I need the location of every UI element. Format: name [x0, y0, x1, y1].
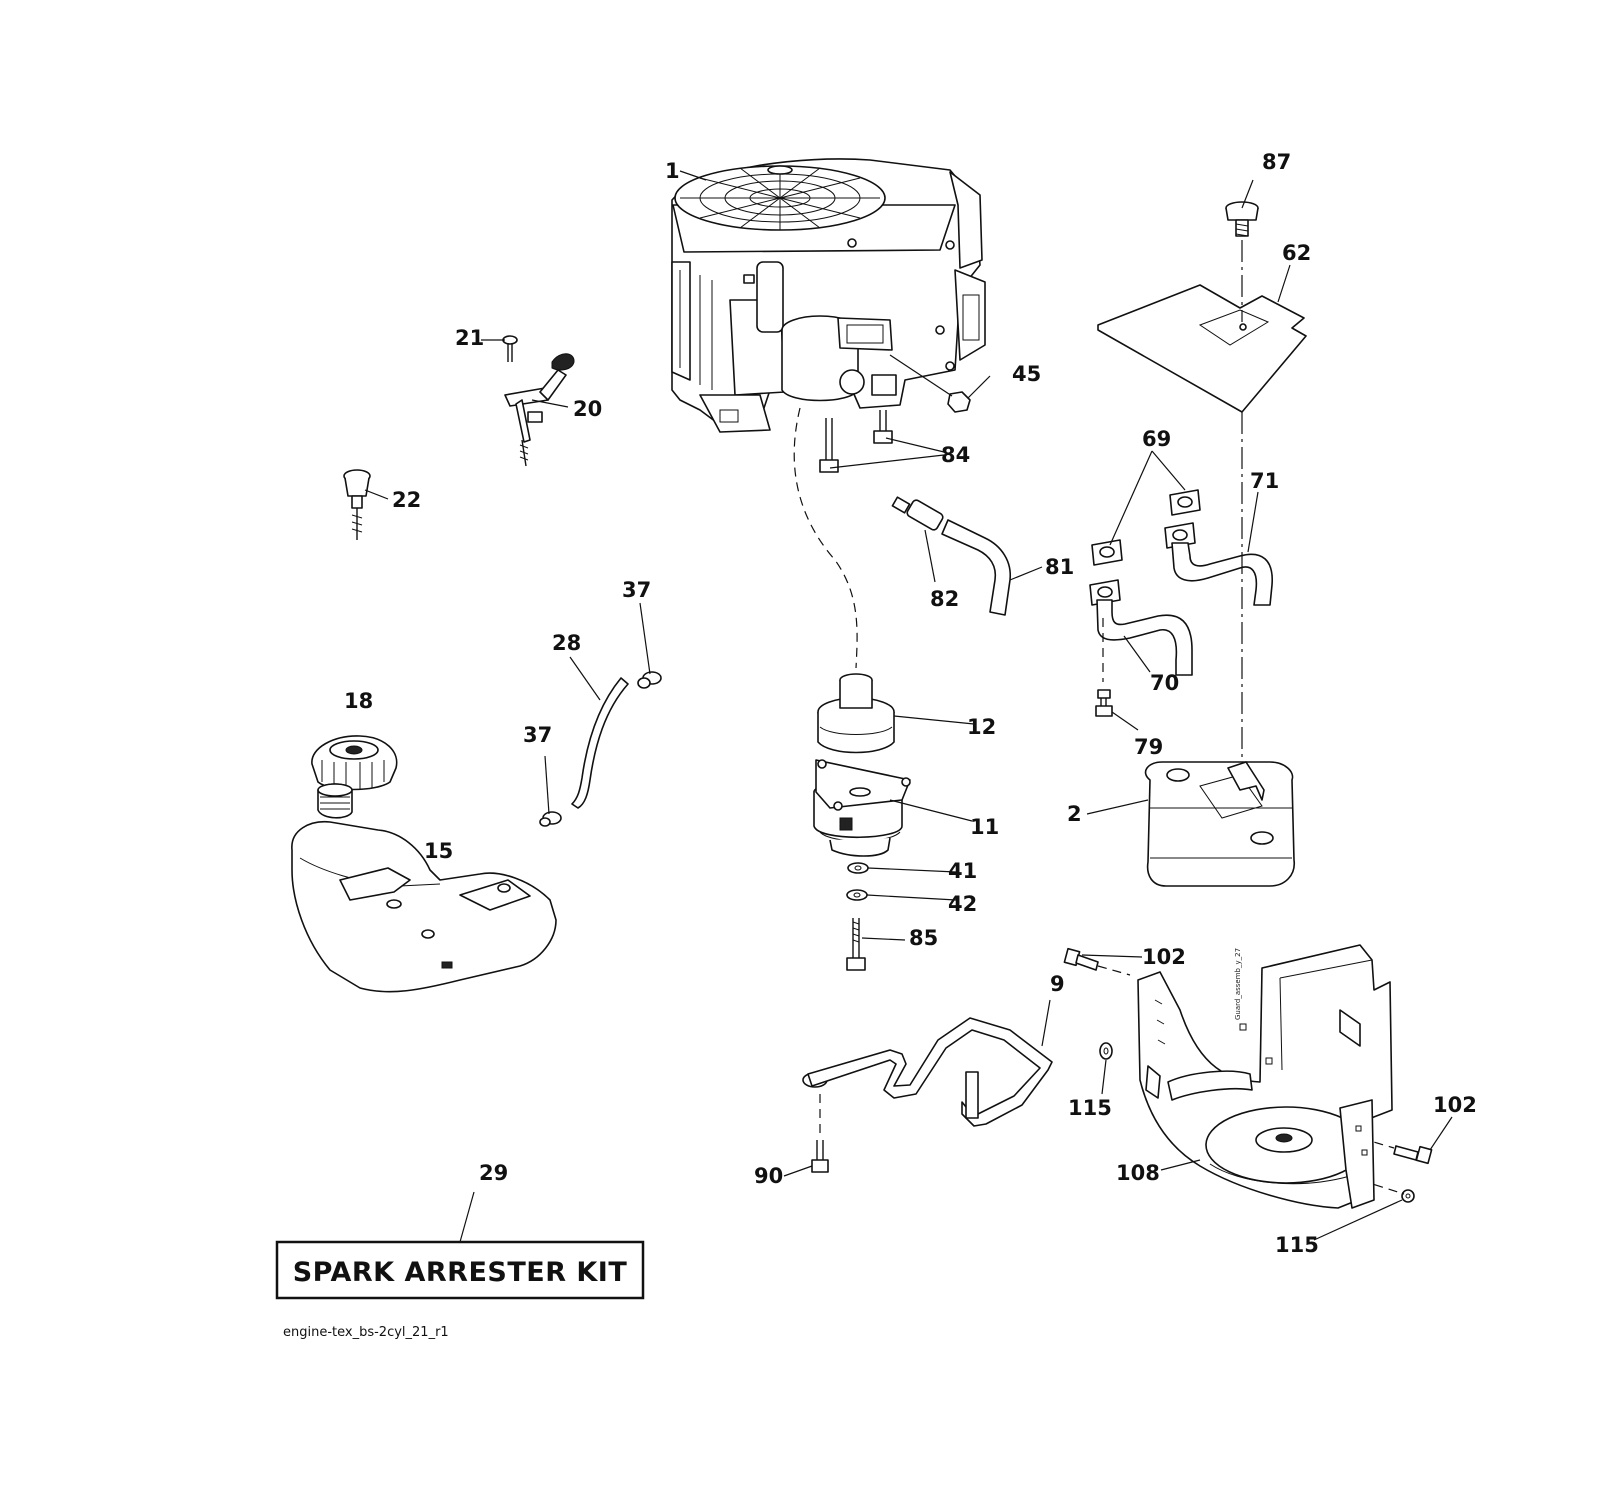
label-part-37a: 37 — [622, 578, 651, 602]
part-labels: 1 21 20 22 45 84 87 62 69 71 81 82 70 79… — [344, 150, 1477, 1257]
label-part-69: 69 — [1142, 427, 1171, 451]
clamp-37a-drawing — [637, 671, 662, 689]
nut-45-drawing — [947, 391, 971, 413]
guard-108-drawing: Guard_assemb_y_27 — [1137, 944, 1393, 1209]
crank-centerline — [793, 407, 858, 669]
fuel-hose-28-drawing — [571, 677, 629, 809]
label-part-87: 87 — [1262, 150, 1291, 174]
screw-79-drawing — [1095, 618, 1113, 717]
label-part-84: 84 — [941, 443, 970, 467]
label-part-45: 45 — [1012, 362, 1041, 386]
label-part-82: 82 — [930, 587, 959, 611]
label-part-18: 18 — [344, 689, 373, 713]
label-part-9: 9 — [1050, 972, 1065, 996]
label-part-79: 79 — [1134, 735, 1163, 759]
throttle-control-20-drawing — [504, 353, 575, 467]
clamp-37b-drawing — [539, 811, 562, 827]
washer-115a-drawing — [1099, 1042, 1113, 1060]
label-part-29: 29 — [479, 1161, 508, 1185]
muffler-2-drawing — [1144, 761, 1295, 887]
hose-81-drawing — [941, 519, 1011, 616]
label-part-12: 12 — [967, 715, 996, 739]
label-part-37b: 37 — [523, 723, 552, 747]
engine-drawing — [671, 158, 986, 433]
pulley-12-drawing — [817, 673, 895, 754]
label-part-20: 20 — [573, 397, 602, 421]
fuel-tank-15-drawing — [291, 783, 557, 993]
label-part-15: 15 — [424, 839, 453, 863]
guard-stamp: Guard_assemb_y_27 — [1234, 948, 1242, 1020]
label-part-71: 71 — [1250, 469, 1279, 493]
washers-41-42-drawing — [846, 862, 869, 901]
label-part-102b: 102 — [1433, 1093, 1477, 1117]
label-part-22: 22 — [392, 488, 421, 512]
exhaust-pipe-71-drawing — [1164, 522, 1273, 606]
gaskets-69-drawing — [1091, 489, 1201, 566]
fitting-82-drawing — [891, 496, 944, 531]
leader-lines — [364, 170, 1453, 1243]
spark-arrester-kit-box — [275, 1240, 645, 1300]
bolt-85-drawing — [846, 918, 866, 971]
fuel-cap-18-drawing — [311, 735, 398, 791]
screw-90-drawing — [811, 1094, 829, 1173]
label-part-21: 21 — [455, 326, 484, 350]
bolts-84-drawing — [819, 410, 893, 473]
washer-115b-drawing — [1359, 1179, 1415, 1203]
heat-shield-62-drawing — [1097, 284, 1307, 413]
bolt-102b-drawing — [1359, 1137, 1433, 1165]
label-part-115a: 115 — [1068, 1096, 1112, 1120]
screw-21-drawing — [502, 335, 518, 362]
clutch-11-drawing — [813, 759, 911, 857]
label-part-1: 1 — [665, 159, 680, 183]
label-part-90: 90 — [754, 1164, 783, 1188]
label-part-11: 11 — [970, 815, 999, 839]
label-part-70: 70 — [1150, 671, 1179, 695]
label-part-108: 108 — [1116, 1161, 1160, 1185]
label-part-28: 28 — [552, 631, 581, 655]
label-part-85: 85 — [909, 926, 938, 950]
rod-9-drawing — [802, 1017, 1053, 1127]
exhaust-pipe-70-drawing — [1089, 579, 1193, 676]
label-part-41: 41 — [948, 859, 977, 883]
label-part-115b: 115 — [1275, 1233, 1319, 1257]
label-part-62: 62 — [1282, 241, 1311, 265]
label-part-81: 81 — [1045, 555, 1074, 579]
label-part-102a: 102 — [1142, 945, 1186, 969]
label-part-2: 2 — [1067, 802, 1082, 826]
bolt-102a-drawing — [1063, 947, 1131, 976]
choke-knob-22-drawing — [343, 469, 371, 540]
drawing-file-id: engine-tex_bs-2cyl_21_r1 — [283, 1325, 449, 1340]
spark-arrester-kit-label: SPARK ARRESTER KIT — [293, 1257, 628, 1288]
label-part-42: 42 — [948, 892, 977, 916]
